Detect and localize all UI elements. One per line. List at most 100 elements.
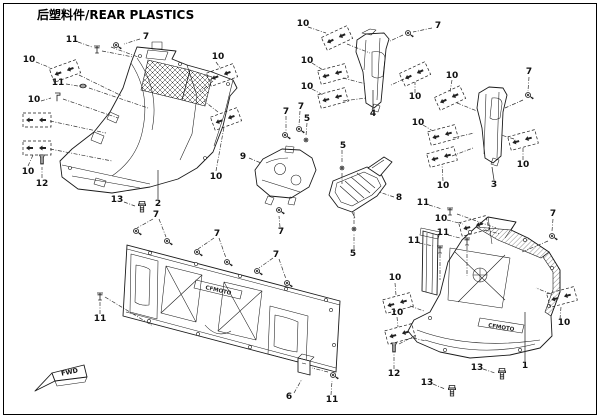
leader-line xyxy=(447,234,461,239)
callout-12: 12 xyxy=(36,179,49,189)
leader-line xyxy=(452,132,475,139)
part-4-bracket xyxy=(355,28,390,113)
callout-13: 13 xyxy=(111,195,124,205)
callout-11: 11 xyxy=(326,395,339,405)
callout-9: 9 xyxy=(240,152,246,162)
leader-line xyxy=(199,80,214,93)
tailgate-logo: CFMOTO xyxy=(205,285,232,297)
leader-line xyxy=(482,368,496,374)
leader-line xyxy=(412,27,433,33)
callout-7: 7 xyxy=(143,32,149,42)
leader-line xyxy=(504,99,524,109)
screw-icon xyxy=(254,268,264,276)
callout-7: 7 xyxy=(550,209,556,219)
leader-line xyxy=(389,34,404,42)
leader-line xyxy=(378,191,395,198)
callout-11: 11 xyxy=(408,236,421,246)
screw-icon xyxy=(224,259,234,267)
hook-icon xyxy=(54,92,61,102)
page-title: 后塑料件/REAR PLASTICS xyxy=(37,7,194,22)
leader-line xyxy=(311,88,324,96)
tailgate-panel: CFMOTO xyxy=(122,244,341,376)
leader-line xyxy=(432,383,446,390)
callout-4: 4 xyxy=(370,109,376,119)
leader-line xyxy=(110,46,139,58)
leader-line xyxy=(456,102,478,112)
callout-7: 7 xyxy=(214,229,220,239)
callout-10: 10 xyxy=(23,55,36,65)
screw-icon xyxy=(549,233,558,241)
screw-icon xyxy=(296,126,306,134)
callout-10: 10 xyxy=(297,19,310,29)
callout-10: 10 xyxy=(435,214,448,224)
leader-line xyxy=(307,26,327,34)
callout-13: 13 xyxy=(421,378,434,388)
callout-11: 11 xyxy=(417,198,430,208)
callout-11: 11 xyxy=(66,35,79,45)
leader-line xyxy=(197,237,215,250)
clipbox-icon xyxy=(320,25,354,51)
part-6-latch xyxy=(297,353,315,376)
page-border xyxy=(3,3,597,415)
callout-11: 11 xyxy=(52,78,65,88)
clipbox-icon xyxy=(433,85,467,111)
right-panel-logo: CFMOTO xyxy=(488,323,515,333)
callout-5: 5 xyxy=(350,249,356,259)
leader-line xyxy=(422,124,434,132)
screw-icon xyxy=(284,280,294,288)
leader-line xyxy=(49,148,113,162)
leader-line xyxy=(27,154,34,167)
leader-line xyxy=(521,240,549,253)
screw-icon xyxy=(164,238,174,246)
leader-line xyxy=(298,110,301,126)
screw-icon xyxy=(194,249,204,257)
leader-line xyxy=(88,87,149,109)
pin-icon xyxy=(446,207,454,216)
leader-line xyxy=(559,306,562,320)
leader-line xyxy=(330,380,333,396)
clipbox-icon xyxy=(317,63,349,85)
leader-line xyxy=(390,78,405,86)
screw-icon xyxy=(133,228,143,236)
leader-line xyxy=(451,147,474,157)
screwS-icon xyxy=(351,226,357,232)
leader-line xyxy=(409,305,425,312)
callout-7: 7 xyxy=(526,67,532,77)
leader-line xyxy=(62,98,119,119)
part-3-bracket xyxy=(476,86,508,167)
callout-11: 11 xyxy=(437,228,450,238)
leader-line xyxy=(484,229,501,235)
callout-7: 7 xyxy=(153,210,159,220)
callout-10: 10 xyxy=(412,118,425,128)
callout-10: 10 xyxy=(28,95,41,105)
pin-icon xyxy=(93,45,101,54)
part-number-leader-line xyxy=(491,166,495,181)
leader-line xyxy=(65,83,79,87)
leader-line xyxy=(535,287,552,295)
part-8-vent-grille xyxy=(328,156,393,219)
callout-3: 3 xyxy=(491,180,497,190)
leader-line xyxy=(394,282,397,296)
leader-line xyxy=(136,218,154,229)
callout-12: 12 xyxy=(388,369,401,379)
screw12-icon xyxy=(39,154,45,165)
fwd-arrow: FWD xyxy=(34,364,88,392)
leader-line xyxy=(104,296,154,327)
bolt13-icon xyxy=(497,368,507,380)
leader-line xyxy=(342,97,367,102)
leader-line xyxy=(311,62,324,71)
leader-line xyxy=(123,201,136,207)
leader-line xyxy=(278,258,287,280)
callout-7: 7 xyxy=(273,250,279,260)
ovalclip-icon xyxy=(79,83,87,89)
leader-line xyxy=(49,120,107,134)
leader-line xyxy=(278,215,281,228)
leader-line xyxy=(248,157,262,164)
screw-icon xyxy=(405,30,415,38)
callout-10: 10 xyxy=(446,71,459,81)
leader-line xyxy=(441,163,444,182)
leader-line xyxy=(456,213,497,229)
clipbox-icon xyxy=(426,146,458,168)
